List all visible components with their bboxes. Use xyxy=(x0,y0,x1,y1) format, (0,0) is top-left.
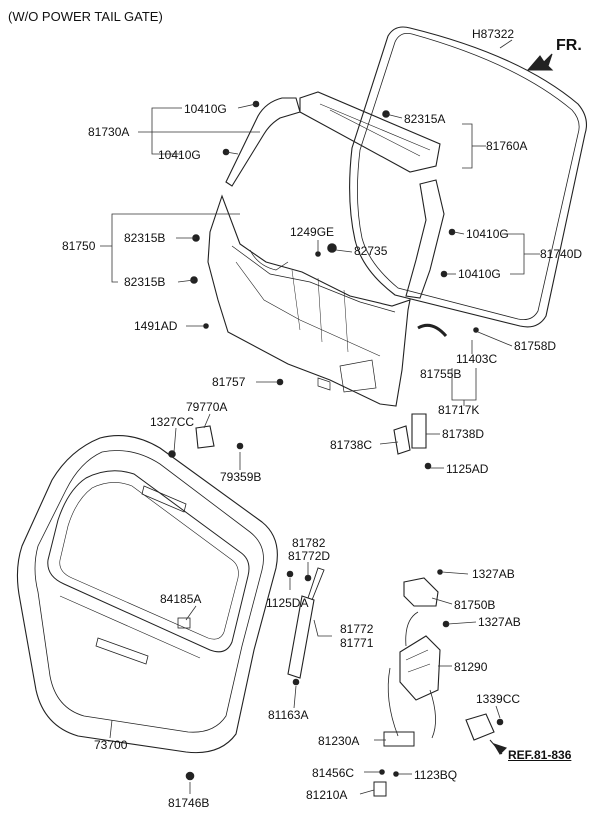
label-81210A[interactable]: 81210A xyxy=(306,788,348,802)
label-81771[interactable]: 81771 xyxy=(340,636,374,650)
label-82735[interactable]: 82735 xyxy=(354,244,388,258)
handle-81230A xyxy=(383,731,415,747)
front-arrow xyxy=(526,53,554,71)
label-10410G[interactable]: 10410G xyxy=(458,267,501,281)
label-1249GE[interactable]: 1249GE xyxy=(290,225,335,239)
part-84185A xyxy=(177,617,191,629)
label-81760A[interactable]: 81760A xyxy=(486,139,528,153)
label-81738C[interactable]: 81738C xyxy=(330,438,373,452)
label-81782[interactable]: 81782 xyxy=(292,536,326,550)
label-81772D[interactable]: 81772D xyxy=(288,549,331,563)
label-81755B[interactable]: 81755B xyxy=(420,367,462,381)
label-1125AD[interactable]: 1125AD xyxy=(446,462,489,476)
label-1327CC[interactable]: 1327CC xyxy=(150,415,195,429)
label-82315B[interactable]: 82315B xyxy=(124,275,166,289)
label-81750[interactable]: 81750 xyxy=(62,239,96,253)
diagram-header: (W/O POWER TAIL GATE) xyxy=(8,9,163,24)
cylinder-1339CC xyxy=(465,713,495,741)
label-82315A[interactable]: 82315A xyxy=(404,112,446,126)
side-trim-81740D xyxy=(405,179,445,299)
upper-trim-81760A xyxy=(299,91,441,173)
label-10410G[interactable]: 10410G xyxy=(466,227,509,241)
label-81456C[interactable]: 81456C xyxy=(312,766,355,780)
label-1327AB[interactable]: 1327AB xyxy=(478,615,521,629)
glass-opening xyxy=(47,470,250,653)
label-1125DA[interactable]: 1125DA xyxy=(266,596,309,610)
label-81772[interactable]: 81772 xyxy=(340,622,374,636)
label-81740D[interactable]: 81740D xyxy=(540,247,583,261)
label-79770A[interactable]: 79770A xyxy=(186,400,228,414)
label-10410G[interactable]: 10410G xyxy=(184,102,227,116)
label-79359B[interactable]: 79359B xyxy=(220,470,262,484)
label-81730A[interactable]: 81730A xyxy=(88,125,130,139)
reference-link[interactable]: REF.81-836 xyxy=(508,748,572,762)
label-81758D[interactable]: 81758D xyxy=(514,339,557,353)
label-10410G[interactable]: 10410G xyxy=(158,148,201,162)
label-81738D[interactable]: 81738D xyxy=(442,427,485,441)
tail-gate-73700 xyxy=(16,435,278,754)
label-1327AB[interactable]: 1327AB xyxy=(472,567,515,581)
label-81290[interactable]: 81290 xyxy=(454,660,488,674)
label-81717K[interactable]: 81717K xyxy=(438,403,480,417)
label-81746B[interactable]: 81746B xyxy=(168,796,210,810)
actuator-81750B xyxy=(403,577,439,607)
label-1123BQ[interactable]: 1123BQ xyxy=(414,768,458,782)
label-81757[interactable]: 81757 xyxy=(212,375,246,389)
label-1339CC[interactable]: 1339CC xyxy=(476,692,521,706)
label-11403C[interactable]: 11403C xyxy=(456,352,498,366)
trim-panel-81750 xyxy=(207,194,411,407)
label-81163A[interactable]: 81163A xyxy=(268,708,309,722)
label-81230A[interactable]: 81230A xyxy=(318,734,360,748)
weatherstrip-h87322 xyxy=(349,26,587,328)
gas-lift-81771 xyxy=(287,595,315,679)
label-84185A[interactable]: 84185A xyxy=(160,592,202,606)
latch-81290 xyxy=(399,635,441,701)
upper-garnish-81730A xyxy=(225,97,301,187)
front-direction-label: FR. xyxy=(556,37,582,54)
label-73700[interactable]: 73700 xyxy=(94,738,128,752)
label-H87322[interactable]: H87322 xyxy=(472,27,515,41)
label-81750B[interactable]: 81750B xyxy=(454,598,496,612)
label-1491AD[interactable]: 1491AD xyxy=(134,319,178,333)
label-82315B[interactable]: 82315B xyxy=(124,231,166,245)
